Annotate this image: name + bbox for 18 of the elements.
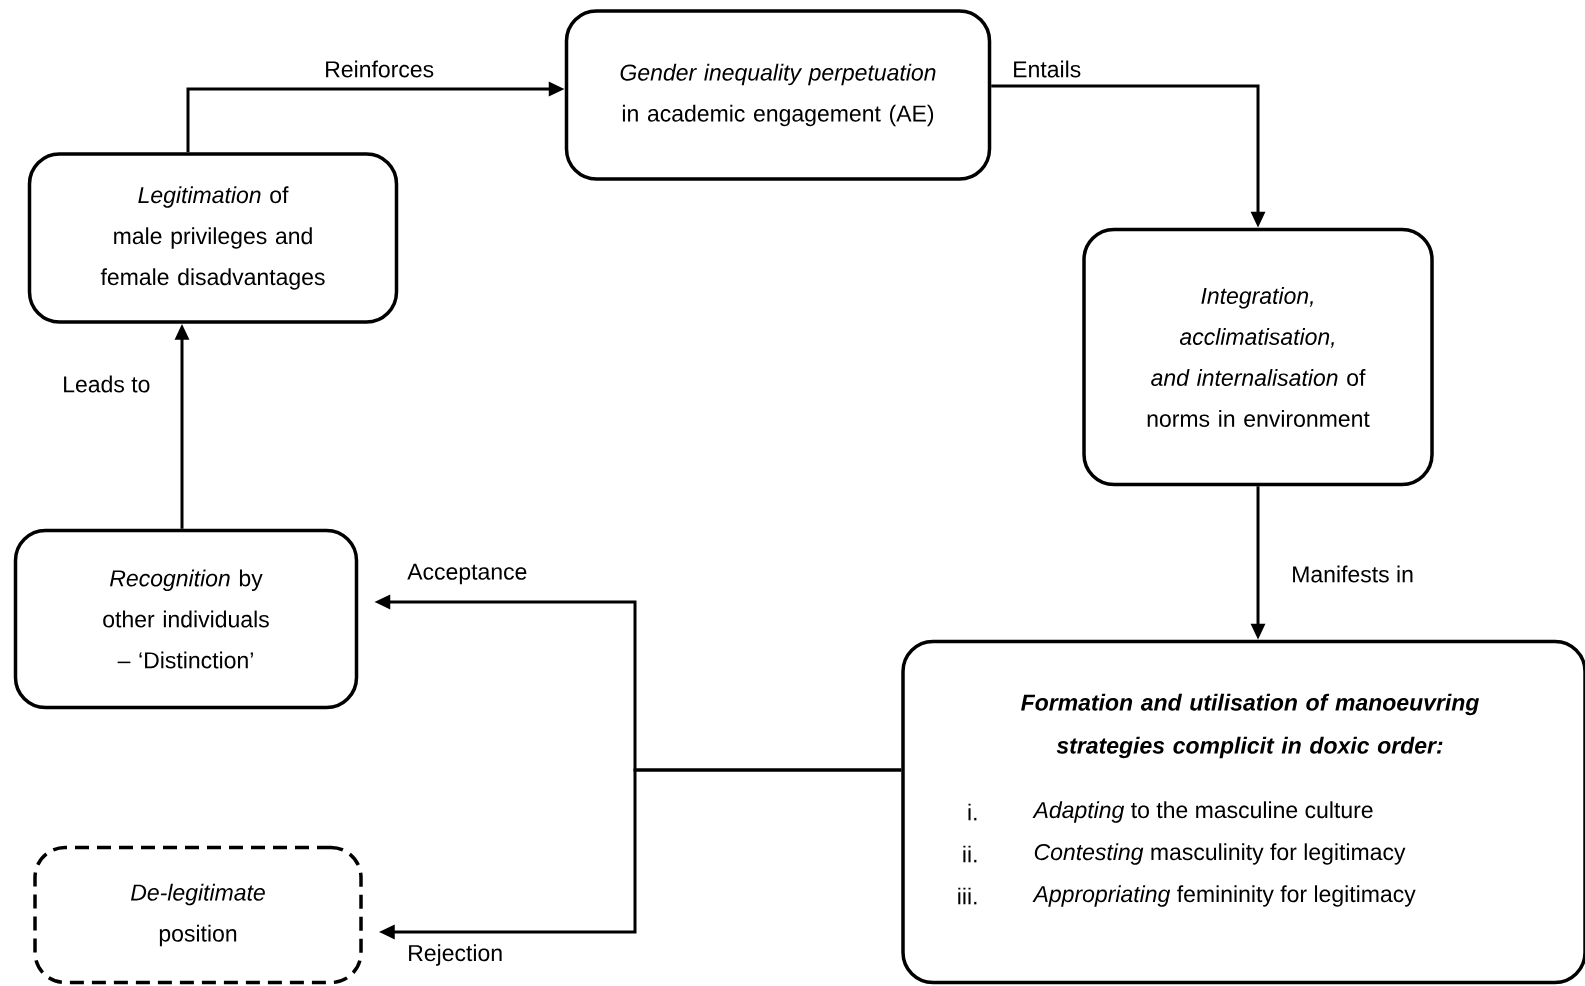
list-item: Adapting to the masculine culture — [1032, 801, 1373, 823]
dashed-box: De-legitimate position — [33, 845, 363, 985]
rounded-box: Gender inequality perpetuation in academic engagement (AE) — [564, 9, 992, 181]
list-number: iii. — [958, 887, 977, 905]
list-item: Appropriating femininity for legitimacy — [1032, 885, 1416, 907]
rounded-box: Integration, acclimatisation, and internalisation of norms in environment — [1082, 227, 1434, 487]
edge-label: Rejection — [409, 944, 502, 966]
rounded-box: Formation and utilisation of manoeuvring strategies complicit in doxic order: i. Adapting to the masculine culture ii. Contesting masculinity for legitimacy iii. Appropriating femininity for legitimacy — [901, 639, 1585, 985]
edge-label: Leads to — [64, 375, 150, 393]
edge-label: Acceptance — [407, 563, 527, 585]
list-number: ii. — [963, 845, 977, 863]
edge-label: Reinforces — [326, 60, 434, 78]
list-number: i. — [968, 803, 977, 821]
rounded-box: Legitimation of male privileges and female disadvantages — [27, 152, 399, 324]
list-item: Contesting masculinity for legitimacy — [1034, 843, 1406, 865]
rounded-box: Recognition by other individuals – ‘Distinction’ — [13, 528, 359, 710]
edge-label: Entails — [1014, 60, 1081, 78]
edge-label: Manifests in — [1293, 565, 1413, 583]
